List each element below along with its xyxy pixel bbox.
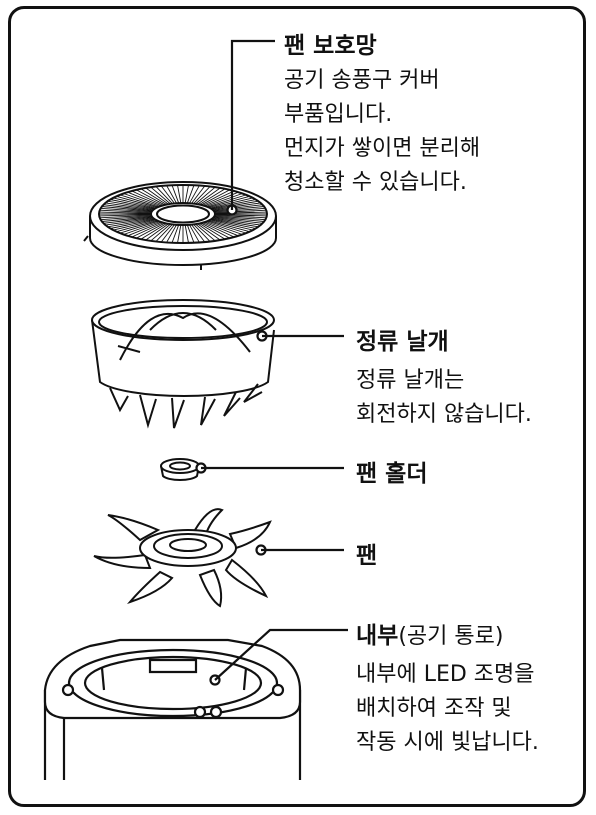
fan-guard-mesh-line bbox=[194, 187, 221, 207]
fan-guard-mesh-line bbox=[101, 215, 158, 222]
fan-guard-illustration bbox=[83, 181, 277, 270]
fan-illustration bbox=[93, 508, 272, 608]
fan-guard-leader-line bbox=[230, 39, 275, 210]
fan-guard-mesh-line bbox=[116, 218, 163, 233]
fan-guard-mesh-line bbox=[99, 214, 158, 219]
fan-guard-mesh-line bbox=[123, 193, 165, 209]
fan-guard-mesh-line bbox=[103, 216, 159, 224]
diagram-frame bbox=[8, 6, 586, 807]
inner-description: 내부에 LED 조명을 배치하여 조작 및 작동 시에 빛납니다. bbox=[356, 658, 539, 760]
fan-guard-desc-line: 공기 송풍구 커버 bbox=[284, 68, 440, 93]
fan-guard-mesh-line bbox=[100, 207, 158, 213]
fan-guard-mesh-line bbox=[201, 193, 243, 209]
fan-guard-mesh-line bbox=[131, 190, 168, 208]
rectifier-blade-desc-line: 회전하지 않습니다. bbox=[356, 402, 532, 427]
fan-guard-mesh-line bbox=[136, 189, 169, 208]
fan-guard-mesh-line bbox=[208, 215, 266, 221]
fan-guard-mesh-line bbox=[107, 200, 160, 211]
fan-guard-mesh-line bbox=[198, 190, 235, 208]
fan-guard-mesh-line bbox=[195, 220, 226, 240]
fan-guard-mesh-line bbox=[199, 219, 239, 237]
fan-guard-mesh-line bbox=[203, 195, 250, 210]
fan-holder-illustration bbox=[160, 458, 200, 482]
fan-guard-desc-line: 먼지가 쌓이면 분리해 bbox=[284, 136, 481, 161]
fan-guard-mesh-line bbox=[119, 219, 164, 234]
fan-guard-mesh-line bbox=[202, 219, 247, 234]
fan-guard-mesh-line bbox=[208, 215, 265, 222]
fan-guard-mesh-line bbox=[110, 199, 161, 211]
fan-guard-mesh-line bbox=[208, 211, 267, 214]
fan-guard-mesh-line bbox=[105, 202, 160, 212]
inner-title-suffix: (공기 통로) bbox=[398, 624, 504, 649]
fan-guard-mesh-line bbox=[206, 217, 259, 228]
fan-guard-mesh-line bbox=[127, 191, 167, 209]
inner-desc-line: 내부에 LED 조명을 bbox=[356, 662, 535, 687]
fan-guard-mesh-line bbox=[201, 219, 243, 235]
fan-guard-description: 공기 송풍구 커버 부품입니다. 먼지가 쌓이면 분리해 청소할 수 있습니다. bbox=[284, 64, 480, 200]
fan-guard-mesh-line bbox=[192, 221, 216, 242]
fan-guard-title: 팬 보호망 bbox=[284, 33, 377, 59]
fan-guard-mesh-line bbox=[99, 214, 158, 217]
fan-guard-mesh-line bbox=[195, 188, 226, 208]
fan-guard-mesh-line bbox=[105, 216, 160, 226]
inner-title-row: 내부(공기 통로) bbox=[356, 616, 503, 650]
fan-guard-mesh-line bbox=[194, 221, 221, 241]
fan-holder-title: 팬 홀더 bbox=[356, 461, 428, 487]
inner-desc-line: 배치하여 조작 및 bbox=[356, 696, 512, 721]
fan-guard-mesh-line bbox=[136, 220, 169, 239]
fan-guard-mesh-line bbox=[203, 218, 250, 233]
fan-guard-mesh-line bbox=[207, 216, 263, 224]
fan-guard-mesh-line bbox=[145, 187, 172, 207]
fan-guard-mesh-line bbox=[140, 220, 171, 240]
fan-guard-mesh-line bbox=[204, 218, 253, 231]
fan-title: 팬 bbox=[356, 543, 378, 569]
fan-guard-mesh-line bbox=[202, 194, 247, 209]
fan-guard-mesh-line bbox=[103, 204, 159, 212]
fan-guard-mesh-line bbox=[119, 194, 164, 209]
fan-guard-desc-line: 청소할 수 있습니다. bbox=[284, 170, 467, 195]
fan-guard-mesh-line bbox=[145, 221, 172, 241]
fan-guard-mesh-line bbox=[99, 209, 158, 214]
rectifier-blade-desc-line: 정류 날개는 bbox=[356, 368, 465, 393]
fan-guard-desc-line: 부품입니다. bbox=[284, 102, 393, 127]
fan-guard-mesh-line bbox=[110, 217, 161, 229]
rectifier-blade-description: 정류 날개는 회전하지 않습니다. bbox=[356, 364, 532, 432]
fan-guard-mesh-line bbox=[208, 214, 267, 219]
fan-guard-mesh-line bbox=[127, 219, 167, 237]
fan-guard-mesh-line bbox=[99, 211, 158, 214]
rectifier-blade-title: 정류 날개 bbox=[356, 329, 449, 355]
inner-desc-line: 작동 시에 빛납니다. bbox=[356, 730, 539, 755]
fan-guard-mesh-line bbox=[208, 209, 267, 214]
fan-guard-mesh-line bbox=[140, 188, 171, 208]
fan-guard-mesh-line bbox=[100, 215, 158, 221]
inner-housing-illustration bbox=[43, 638, 302, 780]
fan-guard-mesh-line bbox=[113, 197, 162, 210]
fan-guard-mesh-line bbox=[116, 195, 163, 210]
fan-guard-mesh-line bbox=[123, 219, 165, 235]
fan-guard-mesh-line bbox=[197, 189, 230, 208]
fan-guard-mesh-line bbox=[197, 220, 230, 239]
fan-guard-mesh-line bbox=[150, 221, 174, 242]
fan-guard-mesh-line bbox=[192, 186, 216, 207]
inner-leader-line bbox=[214, 628, 348, 681]
fan-guard-mesh-line bbox=[107, 217, 160, 228]
fan-guard-mesh-line bbox=[208, 214, 267, 217]
fan-guard-mesh-line bbox=[101, 206, 158, 213]
fan-guard-mesh-line bbox=[131, 220, 168, 238]
fan-guard-mesh-line bbox=[204, 197, 253, 210]
fan-guard-mesh-line bbox=[113, 218, 162, 231]
fan-guard-mesh-line bbox=[150, 186, 174, 207]
inner-title: 내부 bbox=[356, 623, 399, 649]
fan-guard-mesh-line bbox=[206, 216, 261, 226]
fan-guard-mesh-line bbox=[198, 220, 235, 238]
fan-guard-mesh-line bbox=[205, 217, 256, 229]
rectifier-blade-illustration bbox=[91, 299, 275, 429]
